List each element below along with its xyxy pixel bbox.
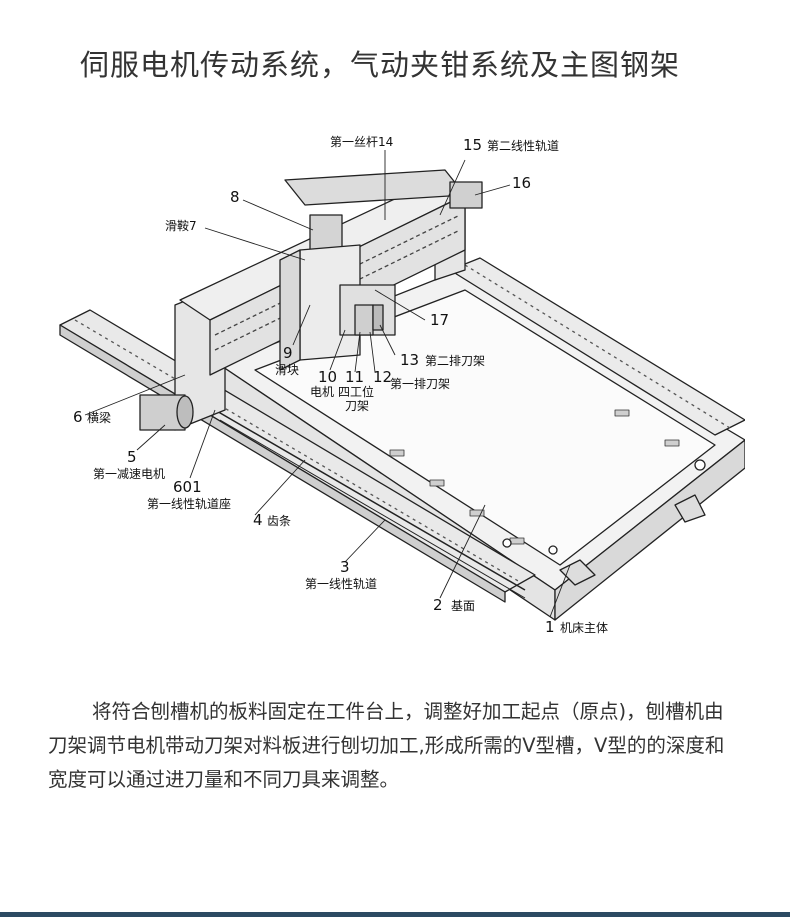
label-11-text: 四工位 xyxy=(338,384,374,399)
label-9-text: 滑块 xyxy=(275,363,299,377)
label-6-text: 横梁 xyxy=(87,410,111,425)
label-13-text: 第二排刀架 xyxy=(425,354,485,368)
page-heading: 伺服电机传动系统，气动夹钳系统及主图钢架 xyxy=(80,48,681,82)
label-15-text: 第二线性轨道 xyxy=(487,139,559,153)
label-3-text: 第一线性轨道 xyxy=(305,577,377,591)
label-4-number: 4 xyxy=(253,511,263,529)
bottom-divider xyxy=(0,912,790,917)
label-11-text2: 刀架 xyxy=(345,399,369,413)
label-1-number: 1 xyxy=(545,618,555,636)
label-4-text: 齿条 xyxy=(267,514,291,528)
label-3-number: 3 xyxy=(340,558,350,576)
label-2-text: 基面 xyxy=(451,599,475,613)
label-9-number: 9 xyxy=(283,344,293,362)
label-601-number: 601 xyxy=(173,478,202,496)
label-12-number: 12 xyxy=(373,368,392,386)
label-8-number: 8 xyxy=(230,188,240,206)
label-11-number: 11 xyxy=(345,368,364,386)
label-5-number: 5 xyxy=(127,448,137,466)
label-601-text: 第一线性轨道座 xyxy=(147,496,231,511)
label-12-text: 第一排刀架 xyxy=(390,377,450,391)
label-14: 第一丝杆14 xyxy=(330,135,393,149)
label-5-text: 第一减速电机 xyxy=(93,467,165,481)
label-16-number: 16 xyxy=(512,174,531,192)
description-paragraph: 将符合刨槽机的板料固定在工件台上，调整好加工起点（原点)，刨槽机由刀架调节电机带… xyxy=(48,700,725,791)
label-2-number: 2 xyxy=(433,596,443,614)
label-6-number: 6 xyxy=(73,408,83,426)
label-13-number: 13 xyxy=(400,351,419,369)
label-10-number: 10 xyxy=(318,368,337,386)
label-10-text: 电机 xyxy=(310,385,334,399)
label-17-number: 17 xyxy=(430,311,449,329)
machine-diagram: 第一丝杆14 15 第二线性轨道 16 8 滑鞍7 17 9 滑块 10 电机 … xyxy=(55,120,745,640)
machine-diagram-drawing: 第一丝杆14 15 第二线性轨道 16 8 滑鞍7 17 9 滑块 10 电机 … xyxy=(59,135,745,636)
label-7: 滑鞍7 xyxy=(165,218,197,233)
label-1-text: 机床主体 xyxy=(560,621,608,635)
label-15-number: 15 xyxy=(463,136,482,154)
